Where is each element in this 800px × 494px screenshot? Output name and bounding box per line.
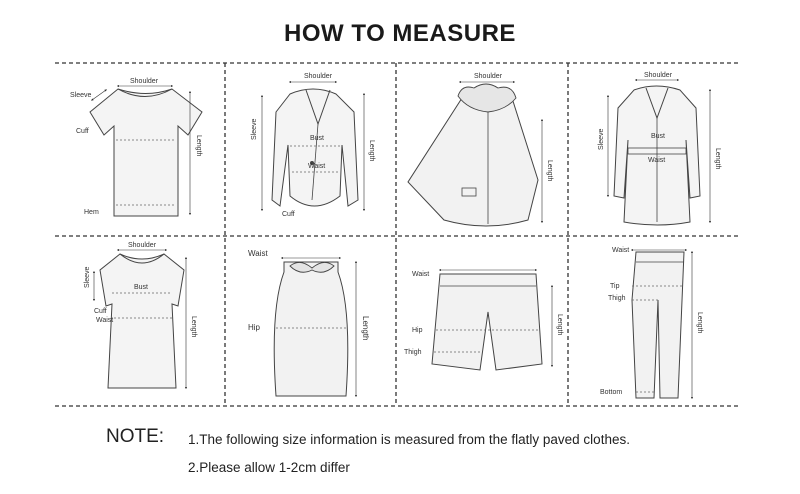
pants-panel: Waist Tip Thigh Bottom Length: [600, 247, 703, 400]
shorts-waist-label: Waist: [412, 271, 429, 278]
dress-shoulder-label: Shoulder: [128, 242, 157, 249]
cape-outline: [407, 91, 539, 227]
skirt-waist-label: Waist: [248, 249, 268, 258]
tshirt-shoulder-label: Shoulder: [130, 78, 159, 85]
shorts-panel: Waist Hip Thigh Length: [404, 268, 563, 371]
shorts-outline: [431, 273, 543, 371]
note-heading: NOTE:: [106, 426, 165, 447]
tshirt-cuff-label: Cuff: [76, 128, 89, 135]
tshirt-panel: Shoulder Sleeve Cuff Hem Length: [70, 78, 203, 217]
blazer-length-label: Length: [368, 140, 375, 162]
blazer-panel: Shoulder Bust Waist Sleeve Cuff Length: [251, 73, 375, 218]
blazer-bust-label: Bust: [310, 135, 324, 142]
dress-panel: Shoulder Bust Sleeve Cuff Waist Length: [84, 242, 197, 390]
tshirt-length-label: Length: [195, 135, 202, 157]
pants-waist-label: Waist: [612, 247, 629, 254]
shorts-length-label: Length: [556, 314, 563, 336]
tshirt-hem-label: Hem: [84, 209, 99, 216]
dress-bust-label: Bust: [134, 284, 148, 291]
tshirt-sleeve-label: Sleeve: [70, 92, 92, 99]
pants-thigh-label: Thigh: [608, 295, 626, 302]
skirt-outline: [273, 261, 349, 397]
skirt-length-label: Length: [361, 316, 370, 340]
blazer-outline: [271, 88, 359, 207]
coat-panel: Shoulder Bust Waist Sleeve Length: [598, 72, 721, 226]
coat-waist-label: Waist: [648, 157, 665, 164]
dress-waist-label: Waist: [96, 317, 113, 324]
blazer-cuff-label: Cuff: [282, 211, 295, 218]
dress-cuff-label: Cuff: [94, 308, 107, 315]
pants-length-label: Length: [696, 312, 703, 334]
shorts-hip-label: Hip: [412, 327, 423, 334]
skirt-panel: Waist Hip Length: [248, 249, 370, 398]
pants-outline: [631, 251, 685, 399]
coat-sleeve-label: Sleeve: [598, 128, 605, 150]
coat-shoulder-label: Shoulder: [644, 72, 673, 79]
coat-length-label: Length: [714, 148, 721, 170]
cape-length-label: Length: [546, 160, 553, 182]
grid-lines: [55, 62, 740, 407]
dress-sleeve-label: Sleeve: [84, 266, 91, 288]
blazer-sleeve-label: Sleeve: [251, 118, 258, 140]
shorts-thigh-label: Thigh: [404, 349, 422, 356]
dress-length-label: Length: [190, 316, 197, 338]
blazer-waist-label: Waist: [308, 163, 325, 170]
pants-tip-label: Tip: [610, 283, 620, 290]
page-title: HOW TO MEASURE: [284, 20, 516, 47]
tshirt-outline: [89, 88, 203, 217]
cape-panel: Shoulder Length: [407, 73, 553, 227]
note-line-1: 1.The following size information is meas…: [188, 432, 630, 447]
coat-bust-label: Bust: [651, 133, 665, 140]
cape-shoulder-label: Shoulder: [474, 73, 503, 80]
pants-bottom-label: Bottom: [600, 389, 622, 396]
blazer-shoulder-label: Shoulder: [304, 73, 333, 80]
skirt-hip-label: Hip: [248, 323, 261, 332]
note-line-2: 2.Please allow 1-2cm differ: [188, 460, 350, 475]
